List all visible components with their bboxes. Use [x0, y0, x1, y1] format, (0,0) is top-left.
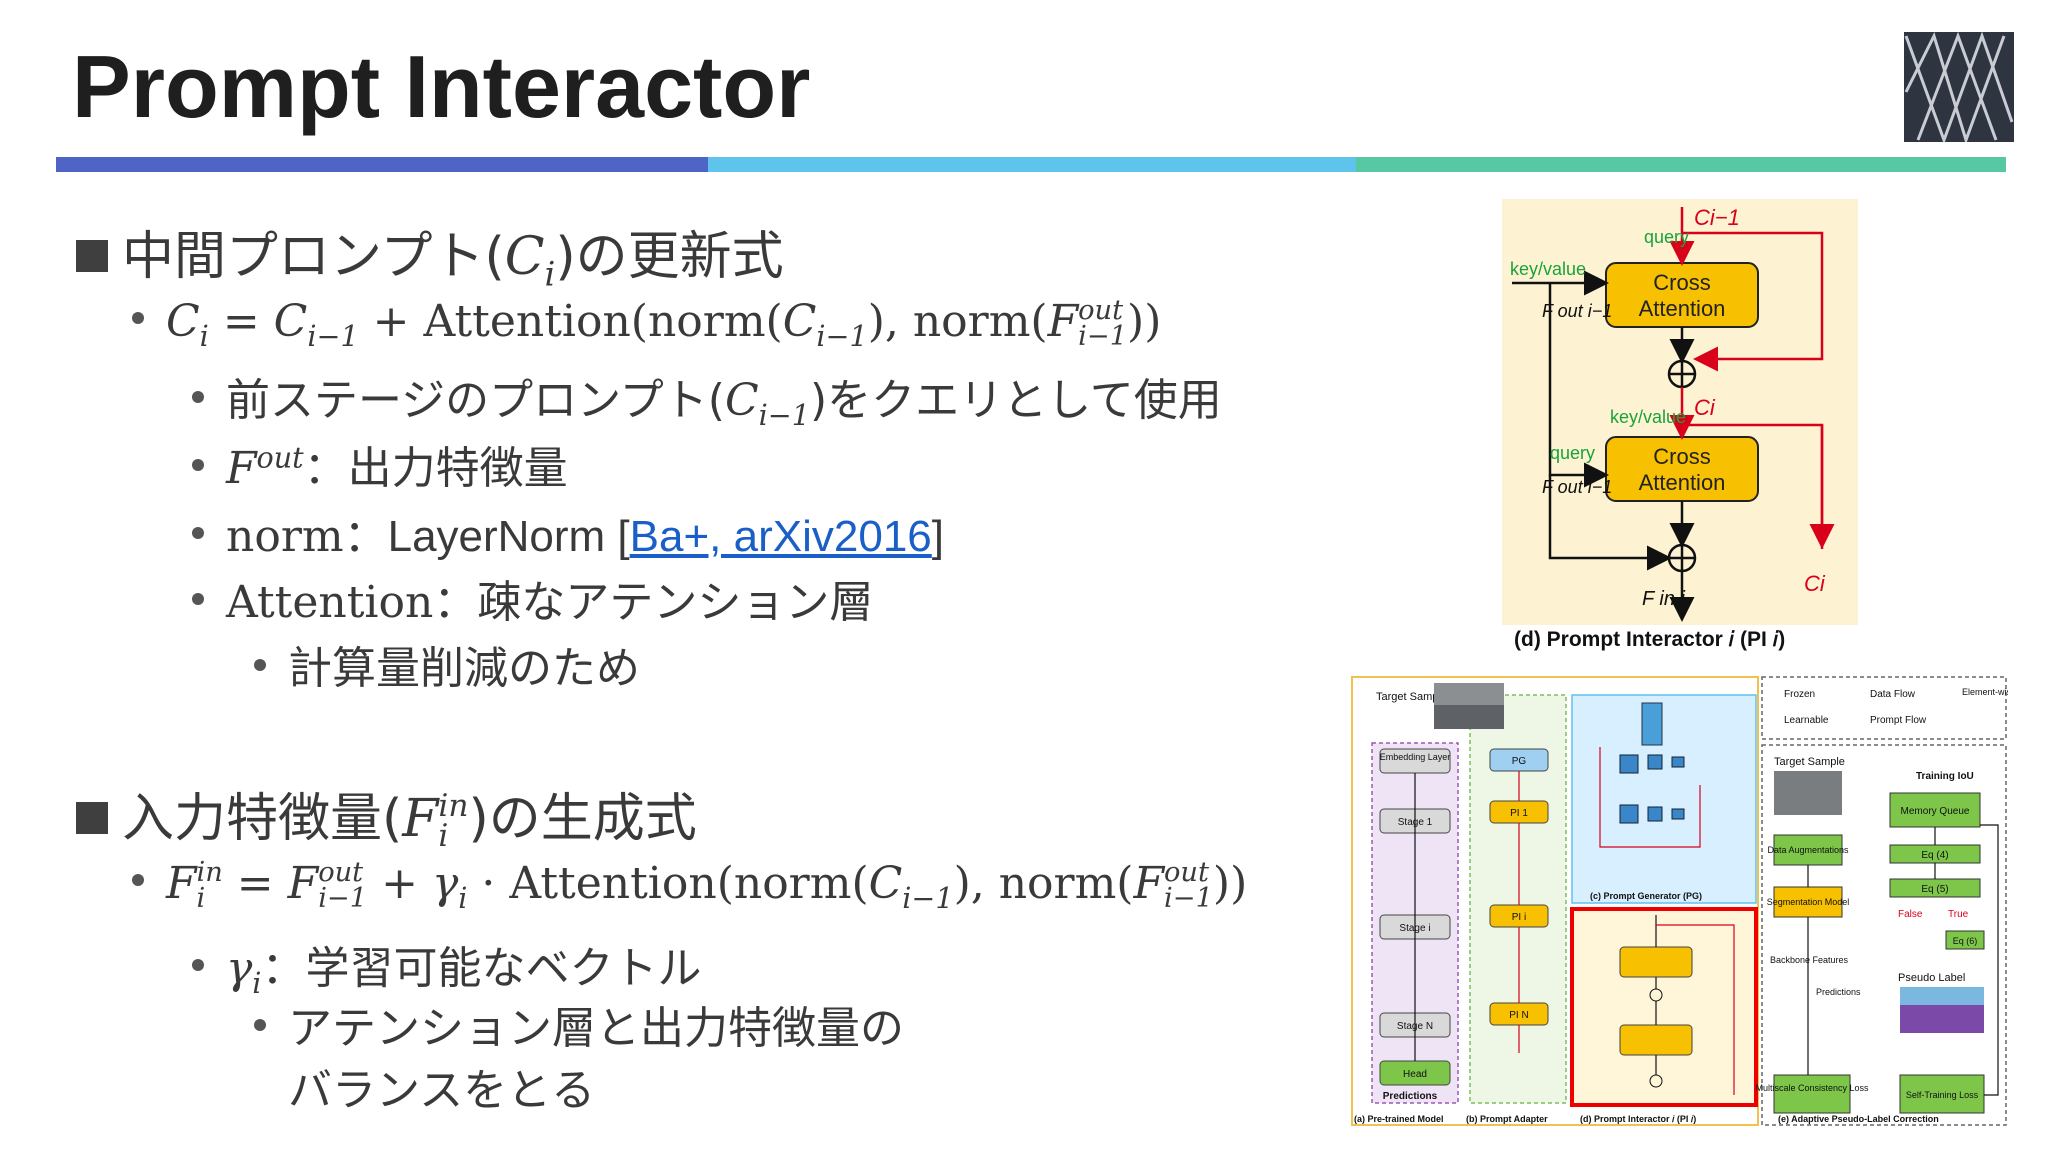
bullet-dot-icon	[254, 1019, 266, 1031]
logo-mark-icon	[1904, 31, 2014, 145]
section1-formula: Ci = Ci−1 + Attention(norm(Ci−1), norm(F…	[132, 296, 1161, 353]
svg-text:Ci−1: Ci−1	[1694, 205, 1740, 230]
svg-text:False: False	[1898, 909, 1923, 920]
title-band-green	[1356, 157, 2006, 172]
bullet-dot-icon	[192, 459, 204, 471]
svg-text:Eq (6): Eq (6)	[1953, 936, 1978, 946]
sub-bullet-compute: 計算量削減のため	[254, 632, 640, 696]
svg-text:Frozen: Frozen	[1784, 689, 1815, 700]
svg-text:(a) Pre-trained Model: (a) Pre-trained Model	[1354, 1114, 1444, 1124]
title-band-cyan	[708, 157, 1356, 172]
svg-text:(e) Adaptive Pseudo-Label Corr: (e) Adaptive Pseudo-Label Correction	[1778, 1114, 1939, 1124]
section1-heading: 中間プロンプト(Ci)の更新式	[76, 214, 784, 293]
bullet-fout: Fout：出力特徴量	[192, 432, 568, 496]
svg-text:F in i: F in i	[1642, 588, 1686, 610]
svg-text:F out i−1: F out i−1	[1542, 477, 1612, 497]
svg-text:Predictions: Predictions	[1816, 987, 1861, 997]
svg-text:PI 1: PI 1	[1510, 808, 1528, 819]
svg-text:Prompt Flow: Prompt Flow	[1870, 715, 1927, 726]
svg-text:Data Augmentations: Data Augmentations	[1767, 845, 1849, 855]
svg-text:Cross: Cross	[1653, 444, 1710, 469]
citation-link[interactable]: Ba+, arXiv2016	[629, 512, 932, 561]
svg-text:Data Flow: Data Flow	[1870, 689, 1916, 700]
svg-text:Head: Head	[1403, 1069, 1427, 1080]
svg-text:Predictions: Predictions	[1383, 1091, 1438, 1102]
svg-text:Attention: Attention	[1639, 470, 1726, 495]
figure-a-caption: (d) Prompt Interactor 𝑖 (PI 𝑖)	[1514, 628, 1786, 651]
svg-text:(b) Prompt Adapter: (b) Prompt Adapter	[1466, 1114, 1548, 1124]
prompt-interactor-figure: Cross Attention Cross Attention Ci−1 que…	[1502, 199, 1858, 625]
bullet-query: 前ステージのプロンプト(Ci−1)をクエリとして使用	[192, 364, 1222, 432]
svg-text:Eq (4): Eq (4)	[1921, 850, 1948, 861]
svg-text:PI i: PI i	[1512, 912, 1526, 923]
bullet-square-icon	[76, 240, 108, 272]
svg-text:Training IoU: Training IoU	[1916, 771, 1974, 782]
bullet-dot-icon	[192, 959, 204, 971]
page-title: Prompt Interactor	[72, 37, 811, 136]
bullet-dot-icon	[254, 659, 266, 671]
svg-text:(d) Prompt Interactor 𝑖 (PI �: (d) Prompt Interactor 𝑖 (PI 𝑖)	[1580, 1114, 1696, 1124]
svg-text:Self-Training Loss: Self-Training Loss	[1906, 1090, 1979, 1100]
svg-text:PI N: PI N	[1509, 1010, 1528, 1021]
svg-text:Embedding Layer: Embedding Layer	[1380, 752, 1451, 762]
svg-text:True: True	[1948, 909, 1969, 920]
bullet-dot-icon	[132, 874, 144, 886]
architecture-figure: Target Sample Embedding Layer Stage 1 St…	[1350, 675, 2048, 1130]
svg-text:Cross: Cross	[1653, 270, 1710, 295]
svg-text:Learnable: Learnable	[1784, 715, 1829, 726]
bullet-square-icon	[76, 802, 108, 834]
svg-text:Ci: Ci	[1694, 395, 1716, 420]
svg-text:Segmentation Model: Segmentation Model	[1767, 897, 1850, 907]
svg-text:PG: PG	[1512, 756, 1527, 767]
svg-text:F out i−1: F out i−1	[1542, 301, 1612, 321]
svg-text:query: query	[1550, 443, 1595, 463]
svg-text:Target Sample: Target Sample	[1774, 756, 1845, 768]
svg-text:query: query	[1644, 227, 1689, 247]
svg-text:Memory Queue: Memory Queue	[1901, 806, 1970, 817]
svg-text:Attention: Attention	[1639, 296, 1726, 321]
sub-bullet-balance: アテンション層と出力特徴量の バランスをとる	[254, 998, 904, 1122]
bullet-dot-icon	[192, 391, 204, 403]
bullet-norm: norm：LayerNorm [Ba+, arXiv2016]	[192, 500, 944, 564]
bullet-dot-icon	[192, 593, 204, 605]
svg-text:key/value: key/value	[1610, 407, 1686, 427]
logo	[1904, 31, 2014, 145]
bullet-dot-icon	[192, 527, 204, 539]
bullet-dot-icon	[132, 312, 144, 324]
svg-text:key/value: key/value	[1510, 259, 1586, 279]
svg-text:Element-wise Addition: Element-wise Addition	[1962, 687, 2008, 697]
svg-text:Target Sample: Target Sample	[1376, 691, 1447, 703]
svg-text:Multiscale Consistency Loss: Multiscale Consistency Loss	[1755, 1083, 1869, 1093]
svg-text:Pseudo Label: Pseudo Label	[1898, 972, 1965, 984]
svg-text:(c) Prompt Generator (PG): (c) Prompt Generator (PG)	[1590, 891, 1702, 901]
title-band-blue	[56, 157, 708, 172]
svg-text:Backbone Features: Backbone Features	[1770, 955, 1849, 965]
svg-text:Eq (5): Eq (5)	[1921, 884, 1948, 895]
bullet-attention: Attention：疎なアテンション層	[192, 566, 873, 630]
bullet-gamma: γi：学習可能なベクトル	[192, 932, 701, 1000]
svg-text:Ci: Ci	[1804, 571, 1826, 596]
